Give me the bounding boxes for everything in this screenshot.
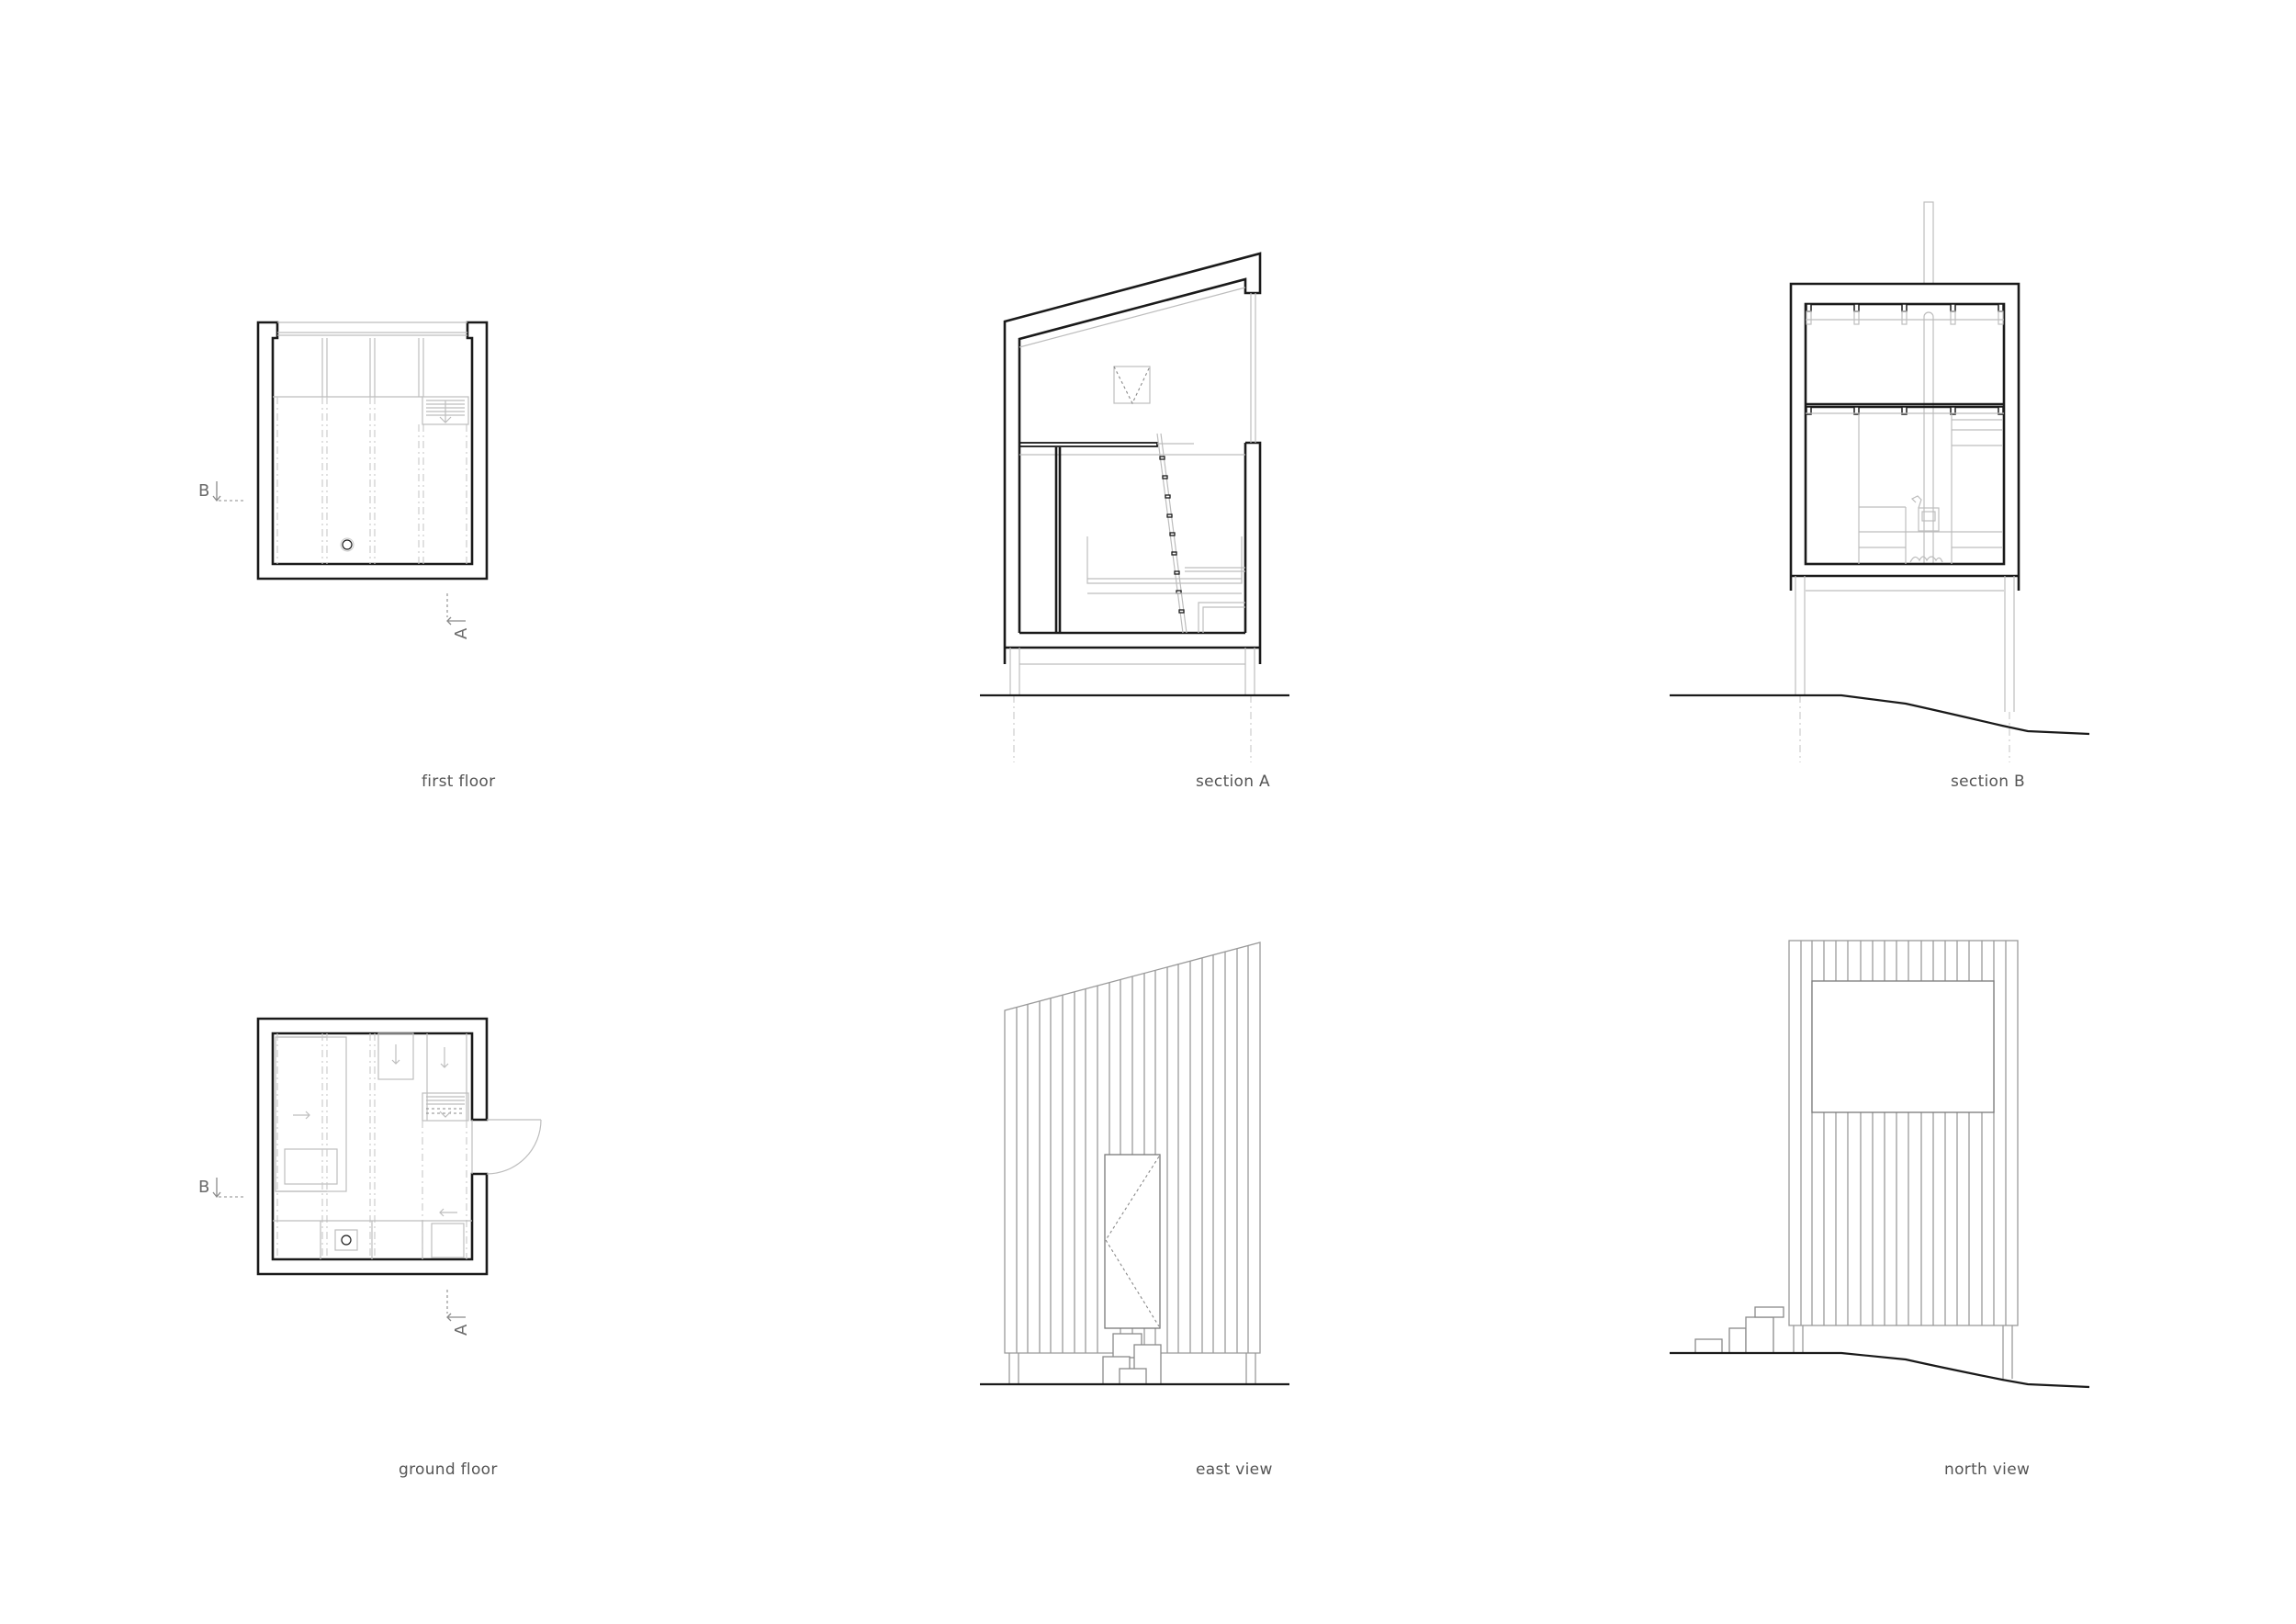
section-a-marker-first: A [446,593,471,639]
label-section-a: section A [1196,773,1270,791]
section-b-marker-first: B [198,481,246,502]
label-ground-floor: ground floor [399,1460,498,1479]
ground-floor-plan [256,1017,542,1276]
section-a-marker-ground: A [446,1290,471,1336]
svg-text:A: A [452,1324,471,1336]
svg-text:A: A [452,627,471,639]
north-view-drawing [1670,940,2090,1389]
window-rect [1811,980,1995,1113]
label-north-view: north view [1944,1460,2031,1479]
label-east-view: east view [1196,1460,1273,1479]
section-b-drawing [1670,201,2090,762]
first-floor-plan [256,321,489,581]
stove-circle-icon [341,1235,352,1246]
chimney-circle-icon [342,539,353,550]
section-b-marker-ground: B [198,1178,246,1199]
section-b-letter: B [198,481,209,501]
door-rect [1104,1154,1161,1329]
label-section-b: section B [1951,773,2025,791]
section-a-drawing [980,252,1289,762]
label-first-floor: first floor [422,773,496,791]
section-b-letter: B [198,1178,209,1197]
east-view-drawing [980,942,1289,1386]
